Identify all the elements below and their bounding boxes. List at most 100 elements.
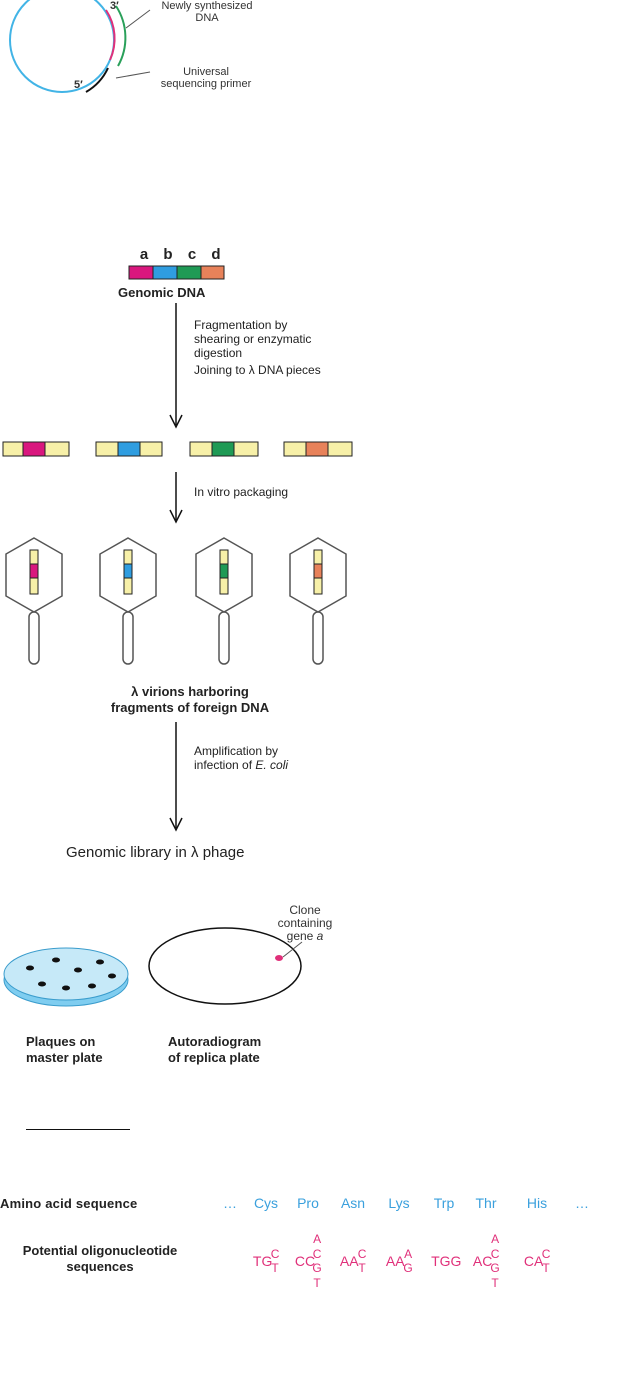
amino-acid: Asn xyxy=(341,1195,365,1211)
amino-acid: Lys xyxy=(388,1195,409,1211)
virion-a xyxy=(5,537,63,665)
genomic-dna-bar xyxy=(128,265,225,280)
amino-acid: Thr xyxy=(476,1195,497,1211)
amino-acid: His xyxy=(527,1195,547,1211)
label-fragmentation: Fragmentation by shearing or enzymatic d… xyxy=(194,318,312,360)
divider xyxy=(26,1129,130,1130)
label-plaques: Plaques on master plate xyxy=(26,1034,103,1065)
fragment-a xyxy=(2,441,70,457)
oligo-label-line2: sequences xyxy=(66,1259,134,1274)
codon-wobble-base: T xyxy=(271,1261,279,1275)
clone-leader-line xyxy=(282,941,303,958)
codon-wobble-base: C xyxy=(313,1247,322,1261)
codon-base: CA xyxy=(524,1253,544,1269)
amino-acid: Trp xyxy=(434,1195,455,1211)
plaque xyxy=(96,959,104,965)
clone-gene-prefix: gene xyxy=(286,929,317,943)
codon-wobble-base: A xyxy=(313,1232,321,1246)
codon-base: AA xyxy=(386,1253,405,1269)
label-amplification: Amplification by infection of E. coli xyxy=(194,744,288,772)
clone-line2: containing xyxy=(277,916,333,930)
codon-wobble-base: G xyxy=(312,1261,321,1275)
label-amino-acid-sequence: Amino acid sequence xyxy=(0,1196,138,1211)
fragment-d xyxy=(283,441,353,457)
label-5prime: 5′ xyxy=(74,79,83,91)
amino-acid: … xyxy=(575,1195,589,1211)
virions-row xyxy=(5,537,347,665)
segment-b xyxy=(152,265,178,280)
letter-d: d xyxy=(211,246,221,263)
codon-base: AA xyxy=(340,1253,359,1269)
fragment-b xyxy=(95,441,163,457)
label-3prime: 3′ xyxy=(110,0,119,12)
label-packaging: In vitro packaging xyxy=(194,485,289,499)
label-primer: Universal sequencing primer xyxy=(160,66,252,90)
codon-wobble-base: G xyxy=(403,1261,412,1275)
clone-gene-a: a xyxy=(316,929,324,943)
master-plate xyxy=(3,947,129,1007)
plaque xyxy=(108,973,116,979)
virion-b xyxy=(99,537,157,665)
plasmid-diagram xyxy=(9,0,151,93)
codon-base: TG xyxy=(253,1253,272,1269)
segment-a xyxy=(128,265,154,280)
segment-d xyxy=(200,265,225,280)
fragment-c xyxy=(189,441,259,457)
amplification-ecoli: E. coli xyxy=(255,758,289,772)
segment-letters: a b c d xyxy=(132,246,228,263)
codon-wobble-base: T xyxy=(358,1261,366,1275)
label-autoradiogram: Autoradiogram of replica plate xyxy=(168,1034,262,1065)
plates-diagram xyxy=(3,927,303,1007)
arrow-packaging xyxy=(169,472,183,524)
letter-b: b xyxy=(163,246,173,263)
letter-a: a xyxy=(139,246,149,263)
label-genomic-dna: Genomic DNA xyxy=(118,285,206,300)
oligo-label-line1: Potential oligonucleotide xyxy=(22,1243,178,1258)
clone-line1: Clone xyxy=(289,903,321,917)
plaque xyxy=(74,967,82,973)
codon-wobble-base: G xyxy=(490,1261,499,1275)
clone-line3: gene a xyxy=(270,930,340,943)
amplification-line1: Amplification by xyxy=(194,744,279,758)
primer-arc xyxy=(85,67,109,93)
plaque xyxy=(26,965,34,971)
virion-d xyxy=(289,537,347,665)
plasmid-circle xyxy=(9,0,115,93)
fragments-row xyxy=(2,441,353,457)
arrow-fragmentation xyxy=(169,303,183,429)
label-oligo-sequences: Potential oligonucleotide sequences xyxy=(0,1243,200,1275)
positive-clone-spot xyxy=(275,955,283,961)
amino-acid: Pro xyxy=(297,1195,319,1211)
label-genomic-library: Genomic library in λ phage xyxy=(66,844,245,861)
codon-wobble-base: C xyxy=(358,1247,367,1261)
virion-c xyxy=(195,537,253,665)
template-strand-arc xyxy=(105,9,116,61)
plaque xyxy=(52,957,60,963)
letter-c: c xyxy=(187,246,197,263)
arrow-amplification xyxy=(169,722,183,832)
plaque xyxy=(38,981,46,987)
label-virions: λ virions harboring fragments of foreign… xyxy=(110,684,270,715)
plaque xyxy=(62,985,70,991)
newly-synthesized-arc xyxy=(115,5,127,67)
amplification-line2: infection of E. coli xyxy=(194,758,288,772)
plaque xyxy=(88,983,96,989)
codon-wobble-base: A xyxy=(491,1232,499,1246)
codon: TGG xyxy=(431,1253,461,1269)
codon-wobble-base: C xyxy=(271,1247,280,1261)
codon-wobble-base: A xyxy=(404,1247,412,1261)
leader-line-new-dna xyxy=(125,9,151,29)
codon-wobble-base: T xyxy=(313,1276,321,1288)
leader-line-primer xyxy=(115,71,151,79)
segment-c xyxy=(176,265,202,280)
codon-wobble-base: C xyxy=(491,1247,500,1261)
label-joining: Joining to λ DNA pieces xyxy=(194,363,321,377)
amino-acid: Cys xyxy=(254,1195,278,1211)
codon-base: CC xyxy=(295,1253,315,1269)
label-new-dna: Newly synthesized DNA xyxy=(161,0,253,24)
